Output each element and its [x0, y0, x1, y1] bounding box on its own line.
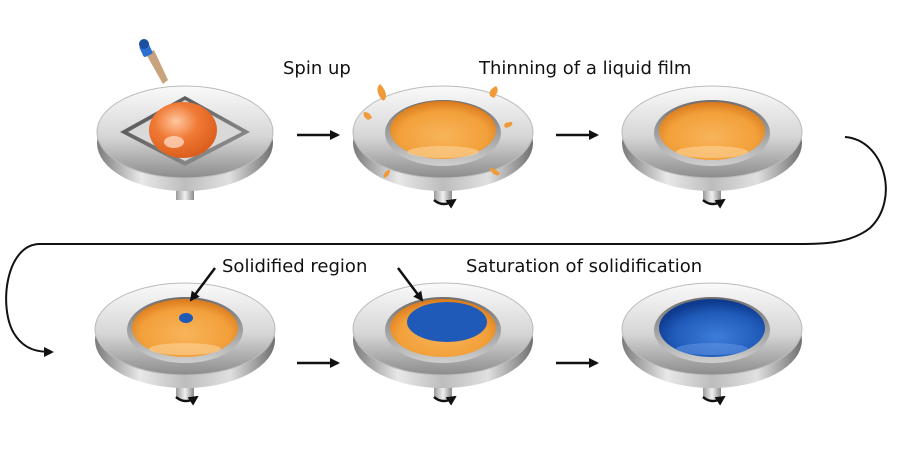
step-thinning: [621, 85, 803, 209]
solid-nucleus: [179, 313, 193, 323]
solid-region: [407, 302, 487, 342]
step-growth: [352, 267, 534, 406]
step-nucleation: [94, 267, 276, 406]
pointer-arrow-saturation: [397, 267, 424, 302]
rotation-arrow-icon: [702, 198, 726, 209]
step-spin-up: [352, 84, 534, 209]
step-dispense: [96, 39, 274, 200]
liquid-film: [659, 102, 765, 160]
rotation-arrow-icon: [433, 198, 457, 209]
dropper-icon: [139, 39, 168, 84]
label-saturation: Saturation of solidification: [466, 256, 703, 277]
step-saturated: [621, 282, 803, 406]
liquid-film: [132, 299, 238, 357]
label-thinning: Thinning of a liquid film: [479, 58, 692, 79]
rotation-arrow-icon: [702, 395, 726, 406]
liquid-droplet: [149, 102, 217, 158]
liquid-film: [390, 101, 496, 159]
ejected-droplets: [363, 84, 513, 178]
rotation-arrow-icon: [433, 395, 457, 406]
label-solidified-region: Solidified region: [222, 256, 368, 277]
solid-film: [659, 299, 765, 357]
flow-connector-arrow: [5, 136, 887, 357]
pointer-arrow-solidified: [189, 267, 216, 302]
rotation-arrow-icon: [175, 395, 199, 406]
label-spin-up: Spin up: [283, 58, 351, 79]
